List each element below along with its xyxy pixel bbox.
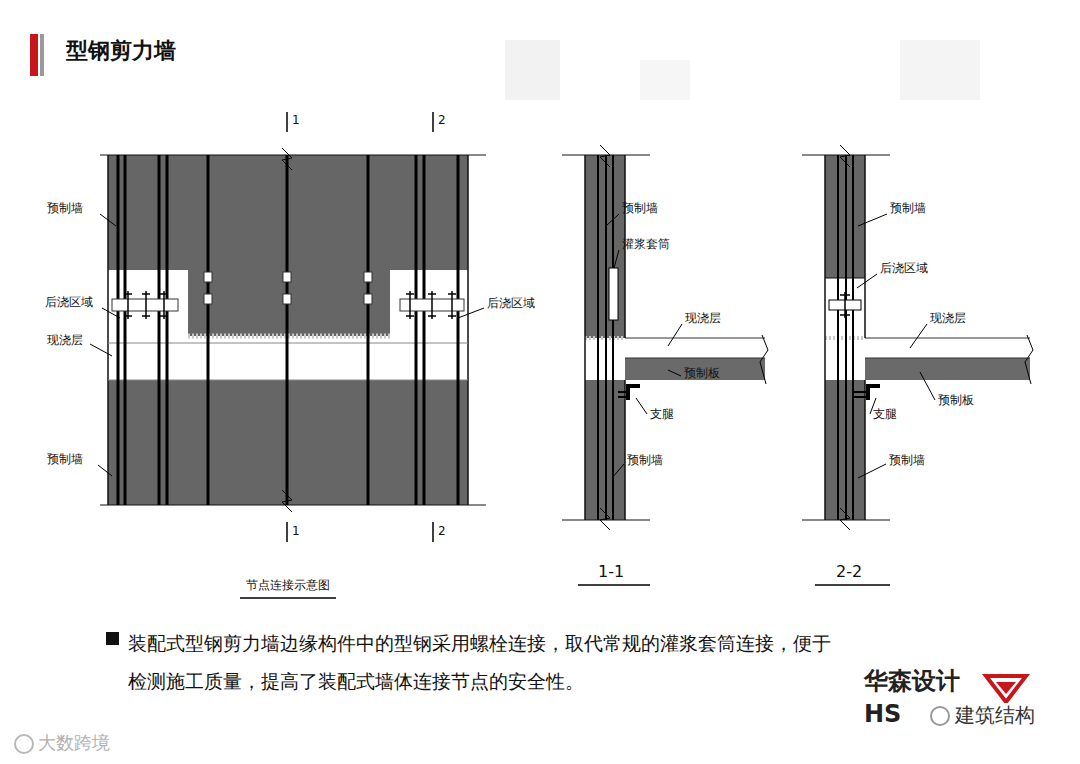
part-label: 现浇层 [47, 333, 83, 347]
part-label: 后浇区域 [487, 296, 535, 310]
logo-mark [996, 682, 1016, 694]
leader-lines [90, 214, 935, 478]
watermark-icon [931, 707, 949, 725]
part-label: 现浇层 [930, 311, 966, 325]
note-text: 装配式型钢剪力墙边缘构件中的型钢采用螺栓连接，取代常规的灌浆套筒连接，便于检测施… [128, 624, 840, 700]
part-label: 预制墙 [47, 452, 83, 466]
decoration [640, 60, 690, 100]
decoration [900, 40, 980, 100]
slide-title: 型钢剪力墙 [66, 38, 176, 64]
part-label: 预制板 [938, 393, 974, 407]
bullet [106, 632, 119, 645]
watermark: 大数跨境 [38, 732, 110, 754]
logo-text: 华森设计 [864, 667, 960, 696]
part-label: 灌浆套筒 [622, 237, 670, 251]
part-label: 支腿 [873, 407, 897, 421]
logo-text: HS [864, 700, 901, 729]
logo-mark [986, 676, 1026, 702]
part-label: 预制墙 [890, 201, 926, 215]
part-label: 预制墙 [889, 453, 925, 467]
drawing-title: 节点连接示意图 [246, 578, 330, 592]
watermark-icon [15, 735, 33, 753]
elevation [100, 112, 486, 598]
part-label: 支腿 [650, 407, 674, 421]
part-label: 现浇层 [685, 311, 721, 325]
part-label: 预制墙 [627, 453, 663, 467]
part-label: 后浇区域 [880, 261, 928, 275]
section-marker: 2 [438, 524, 446, 538]
part-label: 预制墙 [47, 201, 83, 215]
section-marker: 1 [292, 524, 300, 538]
part-label: 后浇区域 [45, 295, 93, 309]
section-title: 1-1 [598, 562, 624, 581]
section-title: 2-2 [836, 562, 862, 581]
part-label: 预制墙 [622, 201, 658, 215]
decoration [505, 40, 560, 100]
title-bar [30, 34, 38, 76]
watermark: 建筑结构 [953, 703, 1037, 727]
part-label: 预制板 [684, 366, 720, 380]
title-bar [40, 34, 44, 76]
section-marker: 2 [438, 113, 446, 127]
section-2-2 [802, 145, 1033, 585]
section-marker: 1 [292, 113, 300, 127]
section-1-1 [562, 145, 768, 585]
